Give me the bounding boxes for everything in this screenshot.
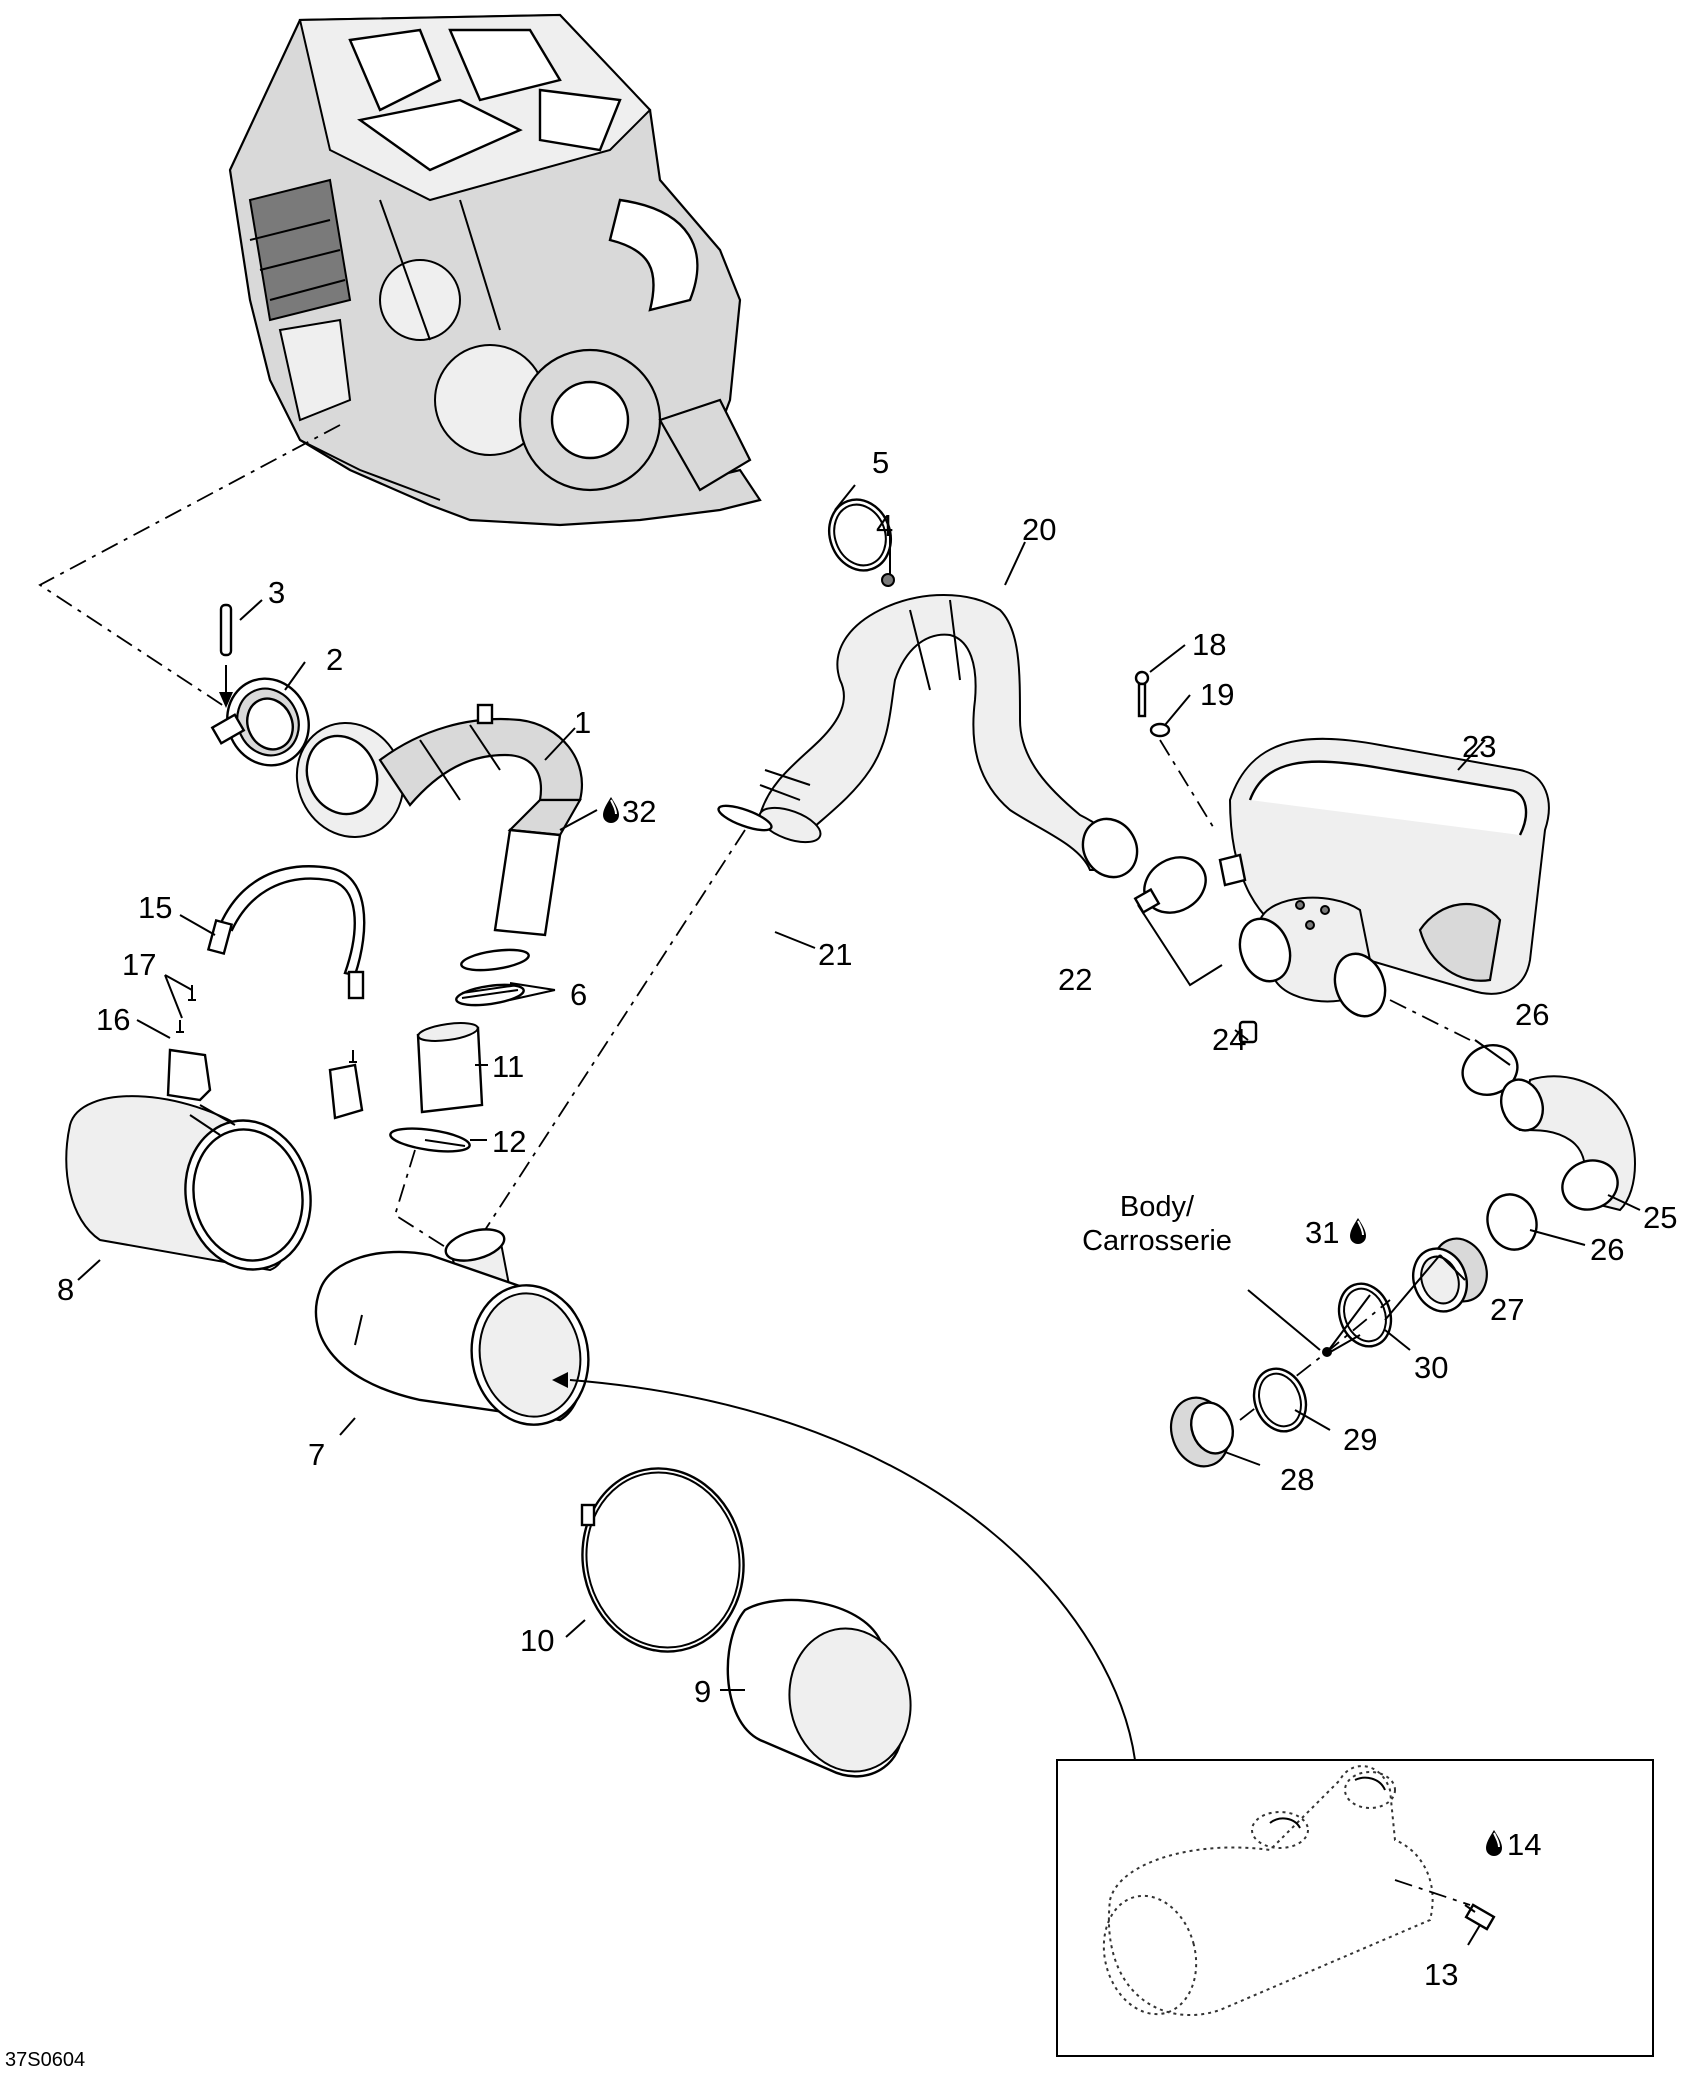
callout-5: 5 bbox=[872, 445, 889, 480]
body-note: Body/ Carrosserie bbox=[1082, 1191, 1232, 1257]
part-7-muffler bbox=[314, 1228, 590, 1426]
callout-28: 28 bbox=[1280, 1462, 1314, 1497]
callout-1: 1 bbox=[574, 705, 591, 740]
engine-assembly bbox=[228, 13, 762, 527]
detail-arrow bbox=[569, 1379, 1136, 1761]
liquid-drop-icon-14 bbox=[1486, 1830, 1502, 1856]
part-18-bolt bbox=[1134, 670, 1150, 718]
part-3-pin bbox=[219, 603, 233, 708]
part-26-clamp-upper bbox=[1461, 1044, 1519, 1096]
callout-4: 4 bbox=[876, 508, 893, 543]
part-6-sleeves bbox=[455, 948, 530, 1007]
callout-27: 27 bbox=[1490, 1292, 1524, 1327]
callout-20: 20 bbox=[1022, 512, 1056, 547]
callout-6: 6 bbox=[570, 977, 587, 1012]
part-29-ring bbox=[1252, 1367, 1308, 1433]
body-note-line2: Carrosserie bbox=[1082, 1225, 1232, 1257]
part-2-clamp bbox=[210, 677, 310, 767]
part-9-end-cap bbox=[726, 1598, 912, 1778]
assembly-line-engine bbox=[38, 424, 341, 711]
callout-8: 8 bbox=[57, 1272, 74, 1307]
callout-18: 18 bbox=[1192, 627, 1226, 662]
part-10-clamp bbox=[580, 1467, 745, 1653]
part-26-clamp-lower bbox=[1486, 1193, 1538, 1251]
callout-26-lower: 26 bbox=[1590, 1232, 1624, 1267]
part-20-exhaust-hose bbox=[758, 594, 1139, 879]
callout-14: 14 bbox=[1507, 1827, 1541, 1862]
callout-31: 31 bbox=[1305, 1215, 1339, 1250]
part-11-sleeve bbox=[416, 1022, 484, 1114]
callout-24: 24 bbox=[1212, 1022, 1246, 1057]
callout-30: 30 bbox=[1414, 1350, 1448, 1385]
leader-lines bbox=[77, 484, 1641, 1946]
body-note-line1: Body/ bbox=[1120, 1191, 1195, 1223]
part-4-screw bbox=[881, 573, 895, 587]
assembly-line-21-muffler bbox=[484, 829, 746, 1231]
callout-labels: 1 2 3 4 5 6 7 8 9 10 11 12 13 14 15 16 1… bbox=[57, 445, 1677, 1992]
callout-16: 16 bbox=[96, 1002, 130, 1037]
assembly-line-resonator-hose bbox=[1389, 999, 1471, 1041]
callout-2: 2 bbox=[326, 642, 343, 677]
part-22-clamp bbox=[1133, 856, 1207, 915]
callout-7: 7 bbox=[308, 1437, 325, 1472]
part-8-heat-shield bbox=[65, 1095, 312, 1272]
liquid-drop-icon-31 bbox=[1350, 1218, 1366, 1244]
part-1-exhaust-pipe bbox=[295, 703, 583, 937]
part-25-elbow-hose bbox=[1500, 1075, 1636, 1212]
callout-25: 25 bbox=[1643, 1200, 1677, 1235]
callout-15: 15 bbox=[138, 890, 172, 925]
part-27-outlet-fitting bbox=[1412, 1237, 1488, 1313]
callout-26-upper: 26 bbox=[1515, 997, 1549, 1032]
callout-3: 3 bbox=[268, 575, 285, 610]
callout-32: 32 bbox=[622, 794, 656, 829]
part-12-clamp bbox=[389, 1127, 471, 1153]
callout-10: 10 bbox=[520, 1623, 554, 1658]
callout-19: 19 bbox=[1200, 677, 1234, 712]
liquid-drop-icon-32 bbox=[603, 797, 619, 823]
part-5-clamp bbox=[828, 498, 892, 572]
part-15-strap bbox=[206, 865, 366, 1000]
callout-23: 23 bbox=[1462, 729, 1496, 764]
callout-17: 17 bbox=[122, 947, 156, 982]
detail-box bbox=[1056, 1759, 1654, 2057]
part-30-gasket bbox=[1337, 1282, 1393, 1348]
part-19-washer bbox=[1149, 722, 1171, 738]
part-21-clip bbox=[717, 804, 773, 832]
figure-code: 37S0604 bbox=[5, 2049, 85, 2071]
callout-11: 11 bbox=[492, 1049, 524, 1084]
callout-21: 21 bbox=[818, 937, 852, 972]
callout-22: 22 bbox=[1058, 962, 1092, 997]
callout-14-with-drop: 14 bbox=[1507, 1827, 1541, 1862]
assembly-line-bolt bbox=[1159, 739, 1216, 831]
callout-9: 9 bbox=[694, 1674, 711, 1709]
part-28-nut bbox=[1169, 1396, 1234, 1468]
part-23-resonator bbox=[1218, 737, 1550, 1018]
part-16-brackets bbox=[166, 1048, 364, 1120]
assembly-line-pipe-muffler bbox=[393, 1149, 470, 1251]
callout-13: 13 bbox=[1424, 1957, 1458, 1992]
callout-12: 12 bbox=[492, 1124, 526, 1159]
callout-29: 29 bbox=[1343, 1422, 1377, 1457]
